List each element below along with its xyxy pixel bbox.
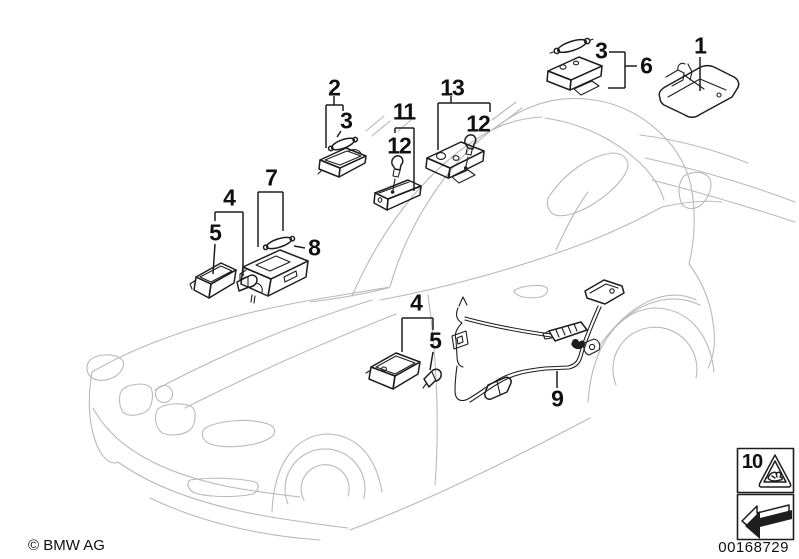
callout-4-bottom[interactable]: 4	[410, 289, 423, 316]
festoon-bulb-3-top[interactable]	[549, 35, 595, 58]
callout-5-bottom[interactable]: 5	[429, 327, 442, 354]
callout-13[interactable]: 13	[440, 74, 465, 101]
bulb-12-left[interactable]	[390, 155, 404, 194]
lamp-4-bottom[interactable]	[365, 352, 421, 390]
image-number: 00168729	[718, 539, 789, 556]
injury-hazard-triangle-icon	[767, 471, 783, 482]
licence-lamp-housing-2[interactable]	[317, 147, 367, 178]
callout-leader-lines	[212, 51, 701, 388]
licence-lamp-housing-6[interactable]	[546, 56, 603, 96]
bulb-socket-5-bottom[interactable]	[422, 368, 442, 389]
callout-2[interactable]: 2	[328, 74, 341, 101]
footwell-lamp-housing-7[interactable]	[239, 249, 309, 304]
callout-3-left[interactable]: 3	[340, 107, 353, 134]
callout-12-left[interactable]: 12	[387, 132, 412, 159]
festoon-bulb-8[interactable]	[262, 234, 296, 252]
wiring-harness-9[interactable]	[451, 279, 625, 403]
copyright-text: © BMW AG	[28, 537, 105, 554]
bulb-12-right[interactable]	[463, 134, 477, 170]
bulb-socket-5-left[interactable]	[236, 274, 263, 293]
licence-plate-lamp-1[interactable]	[658, 62, 740, 118]
car-outline-drawing	[86, 97, 796, 541]
callout-6[interactable]: 6	[640, 52, 653, 79]
festoon-bulb-3-left[interactable]	[327, 135, 359, 153]
note-box-10[interactable]	[736, 447, 795, 494]
callout-3-top[interactable]: 3	[595, 37, 608, 64]
callout-11[interactable]: 11	[392, 98, 416, 125]
callout-4-left[interactable]: 4	[223, 184, 236, 211]
reading-lamp-housing-13[interactable]	[425, 141, 485, 184]
part-sketches	[189, 35, 740, 403]
callout-9[interactable]: 9	[551, 385, 564, 412]
callout-1[interactable]: 1	[694, 32, 707, 59]
direction-arrow-box	[736, 493, 795, 541]
callout-5-left[interactable]: 5	[209, 219, 222, 246]
travel-direction-arrow-icon	[741, 504, 792, 539]
callout-10[interactable]: 10	[741, 451, 763, 473]
callout-12-right[interactable]: 12	[466, 110, 491, 137]
callout-7[interactable]: 7	[265, 164, 278, 191]
callout-8[interactable]: 8	[308, 234, 321, 261]
interior-lamp-housing-11[interactable]	[373, 179, 422, 211]
